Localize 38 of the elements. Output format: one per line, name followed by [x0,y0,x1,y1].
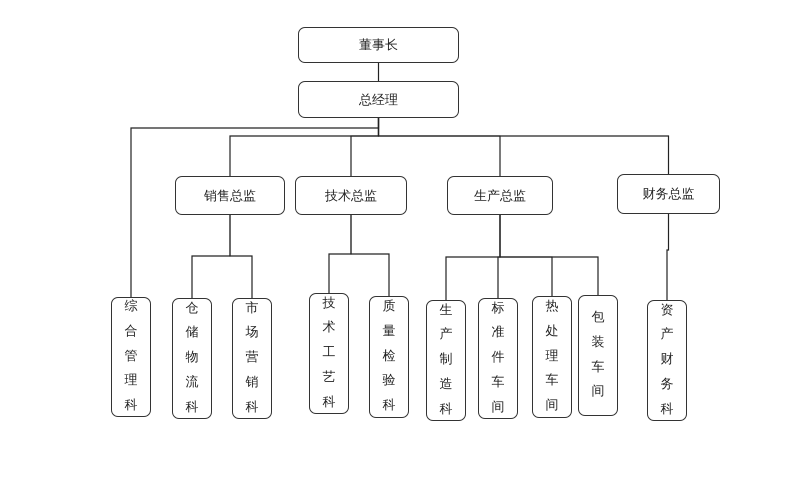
department-box [647,300,687,421]
department-box [232,298,272,419]
box-label: 市场营销科 [246,300,258,417]
department-box [309,293,349,414]
position-box [447,176,553,215]
connector-line [378,118,670,174]
connector-line [229,215,253,298]
box-label: 生产总监 [474,188,526,204]
connector-line [378,63,380,81]
position-box [295,176,407,215]
connector-line [666,214,670,300]
department-box [426,300,466,421]
position-box [298,27,459,63]
box-label: 标准件车间 [492,300,504,417]
box-label: 仓储物流科 [186,300,198,417]
department-box [111,297,151,417]
box-label: 销售总监 [204,188,256,204]
box-label: 财务总监 [642,186,694,203]
box-label: 综合管理科 [124,298,138,416]
box-label: 技术工艺科 [322,294,336,412]
connector-line [350,215,390,296]
box-label: 资产财务科 [660,302,674,419]
box-label: 质量检验科 [382,298,396,416]
box-label: 生产制造科 [440,302,452,419]
box-label: 技术总监 [325,188,377,204]
position-box [298,81,459,118]
box-label: 包装车间 [592,309,604,402]
position-box [175,176,285,215]
department-box [478,298,518,419]
department-box [172,298,212,419]
position-box [617,174,720,214]
department-box [369,296,409,418]
department-box [532,296,572,418]
box-label: 董事长 [359,37,398,54]
connector-line [499,215,599,295]
box-label: 总经理 [359,92,398,108]
box-label: 热处理车间 [546,298,558,416]
department-box [578,295,618,416]
